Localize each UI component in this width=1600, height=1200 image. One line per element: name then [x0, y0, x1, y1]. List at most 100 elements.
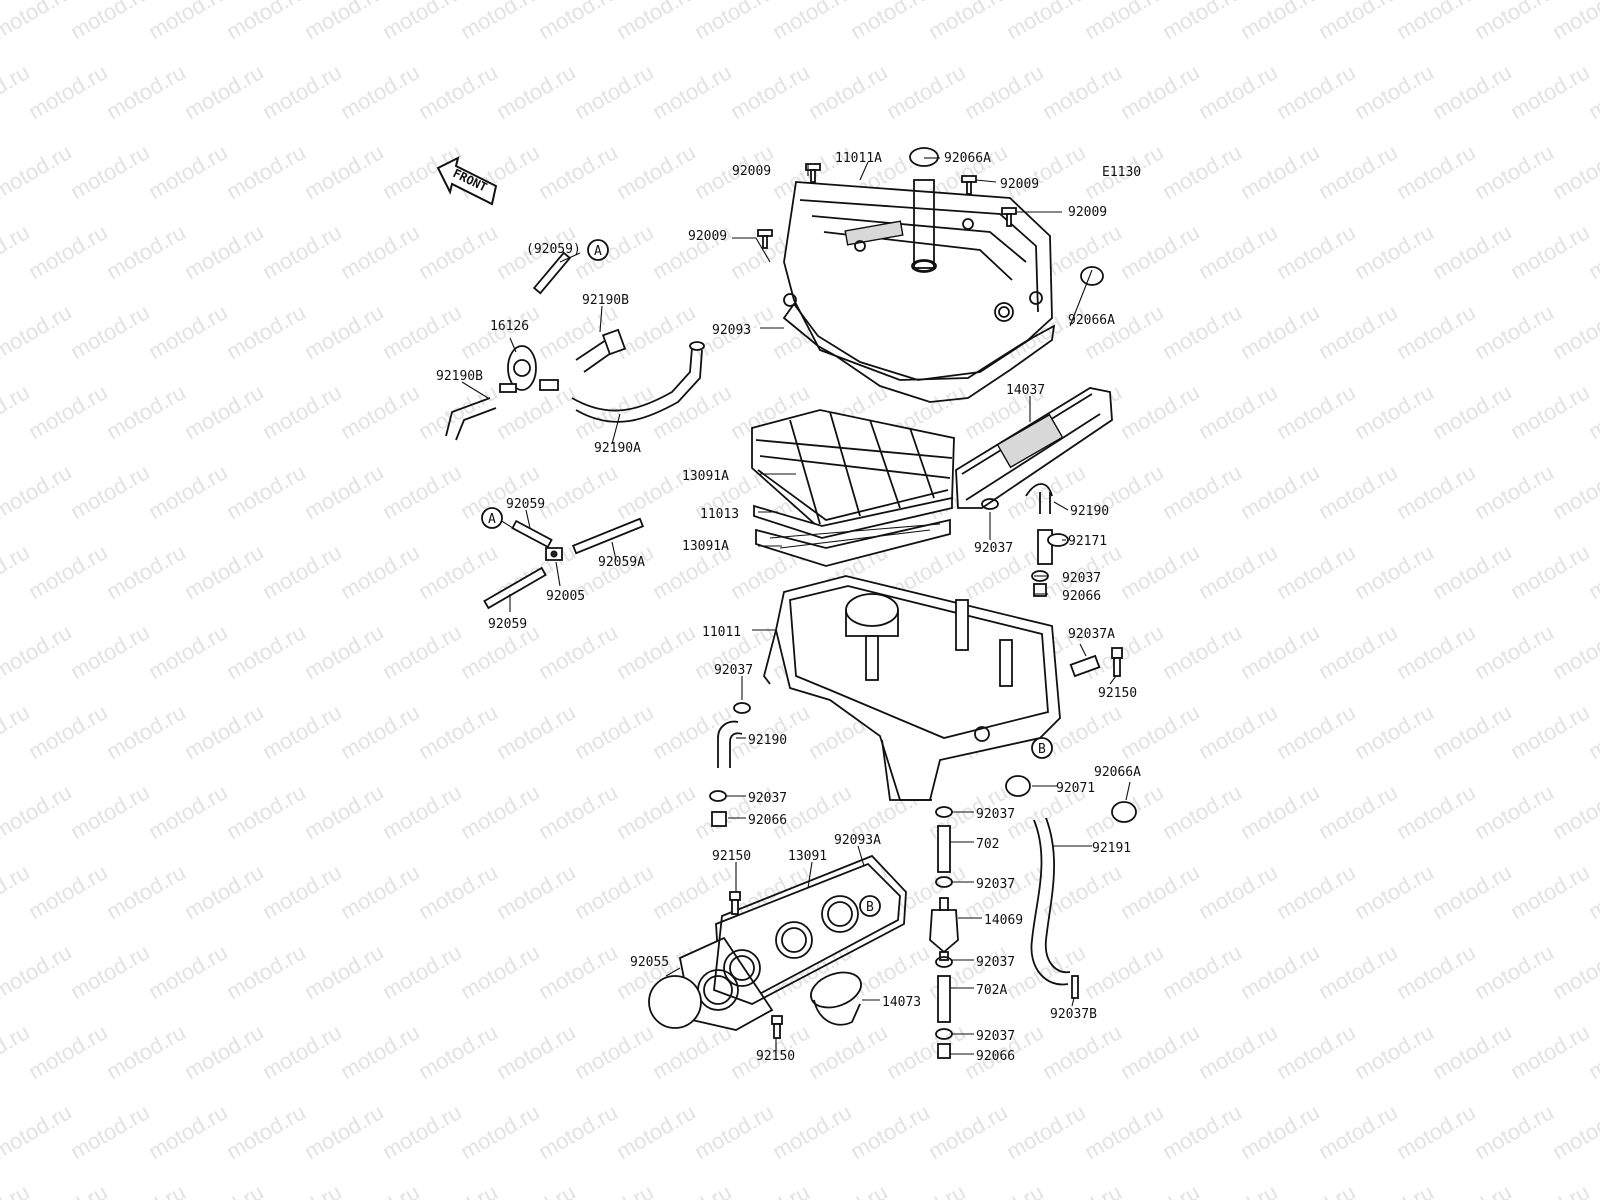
- watermark-text: motod.ru: [1080, 299, 1168, 364]
- watermark-text: motod.ru: [1548, 779, 1600, 844]
- watermark-text: motod.ru: [1236, 139, 1324, 204]
- clip-92037B: [1071, 975, 1079, 999]
- watermark-text: motod.ru: [66, 459, 154, 524]
- watermark-text: motod.ru: [1314, 299, 1402, 364]
- breather-valve-16126: [499, 345, 559, 393]
- watermark-text: motod.ru: [1272, 539, 1360, 604]
- watermark-text: motod.ru: [570, 379, 658, 444]
- watermark-text: motod.ru: [534, 1099, 622, 1164]
- watermark-text: motod.ru: [570, 859, 658, 924]
- watermark-text: motod.ru: [378, 1099, 466, 1164]
- watermark-text: motod.ru: [180, 539, 268, 604]
- watermark-text: motod.ru: [1314, 0, 1402, 44]
- watermark-text: motod.ru: [336, 59, 424, 124]
- watermark-text: motod.ru: [1038, 59, 1126, 124]
- part-number-label: 13091A: [682, 539, 729, 554]
- watermark-text: motod.ru: [1080, 1099, 1168, 1164]
- watermark-text: motod.ru: [1392, 0, 1480, 44]
- watermark-text: motod.ru: [534, 619, 622, 684]
- watermark-text: motod.ru: [492, 1019, 580, 1084]
- part-number-label: 16126: [490, 319, 529, 334]
- watermark-text: motod.ru: [66, 939, 154, 1004]
- hose-92190-right: [1039, 492, 1051, 514]
- watermark-text: motod.ru: [0, 859, 34, 924]
- watermark-text: motod.ru: [414, 219, 502, 284]
- watermark-text: motod.ru: [144, 299, 232, 364]
- watermark-text: motod.ru: [66, 619, 154, 684]
- watermark-text: motod.ru: [456, 779, 544, 844]
- watermark-text: motod.ru: [1350, 539, 1438, 604]
- watermark-text: motod.ru: [648, 59, 736, 124]
- watermark-text: motod.ru: [336, 699, 424, 764]
- watermark-text: motod.ru: [0, 0, 76, 44]
- air-cleaner-upper-housing: [783, 179, 1053, 381]
- watermark-text: motod.ru: [1236, 299, 1324, 364]
- ref-label: A: [488, 512, 496, 527]
- watermark-text: motod.ru: [222, 459, 310, 524]
- watermark-text: motod.ru: [1038, 859, 1126, 924]
- bolt-92150-c: [771, 1015, 783, 1039]
- part-number-label: 14069: [984, 913, 1023, 928]
- cap-92066A: [1111, 801, 1137, 823]
- watermark-text: motod.ru: [66, 139, 154, 204]
- part-number-label: 92037: [974, 541, 1013, 556]
- watermark-text: motod.ru: [1506, 1179, 1594, 1200]
- watermark-text: motod.ru: [1428, 59, 1516, 124]
- part-number-label: 92066A: [1068, 313, 1115, 328]
- funnel-14073: [810, 971, 862, 1026]
- watermark-text: motod.ru: [492, 1179, 580, 1200]
- watermark-text: motod.ru: [726, 699, 814, 764]
- watermark-text: motod.ru: [648, 1019, 736, 1084]
- watermark-text: motod.ru: [1350, 219, 1438, 284]
- part-number-label: 92150: [712, 849, 751, 864]
- watermark-text: motod.ru: [1080, 939, 1168, 1004]
- watermark-text: motod.ru: [1116, 219, 1204, 284]
- watermark-text: motod.ru: [414, 1019, 502, 1084]
- watermark-text: motod.ru: [1548, 1099, 1600, 1164]
- part-number-label: 92059: [506, 497, 545, 512]
- hose-702: [937, 825, 951, 873]
- watermark-text: motod.ru: [222, 779, 310, 844]
- watermark-text: motod.ru: [222, 299, 310, 364]
- part-number-label: 11011: [702, 625, 741, 640]
- watermark-text: motod.ru: [222, 619, 310, 684]
- part-number-label: 92066: [976, 1049, 1015, 1064]
- watermark-text: motod.ru: [882, 1019, 970, 1084]
- part-number-label: 92009: [732, 164, 771, 179]
- watermark-text: motod.ru: [1158, 0, 1246, 44]
- watermark-text: motod.ru: [1392, 939, 1480, 1004]
- watermark-text: motod.ru: [960, 1179, 1048, 1200]
- air-filter-element: [751, 409, 955, 535]
- watermark-text: motod.ru: [336, 1019, 424, 1084]
- tube-joint-group: [483, 517, 645, 610]
- watermark-text: motod.ru: [1428, 379, 1516, 444]
- watermark-text: motod.ru: [1428, 699, 1516, 764]
- spacer-92037A: [1069, 654, 1101, 678]
- watermark-text: motod.ru: [258, 1179, 346, 1200]
- watermark-text: motod.ru: [378, 459, 466, 524]
- watermark-text: motod.ru: [0, 1179, 34, 1200]
- watermark-text: motod.ru: [1350, 859, 1438, 924]
- part-number-label: 92190: [1070, 504, 1109, 519]
- watermark-text: motod.ru: [378, 0, 466, 44]
- watermark-text: motod.ru: [726, 1179, 814, 1200]
- part-number-label: 92037: [748, 791, 787, 806]
- watermark-text: motod.ru: [1392, 139, 1480, 204]
- watermark-text: motod.ru: [1116, 539, 1204, 604]
- watermark-text: motod.ru: [1194, 859, 1282, 924]
- clip-92037-d: [709, 790, 727, 802]
- watermark-text: motod.ru: [102, 379, 190, 444]
- watermark-text: motod.ru: [258, 1019, 346, 1084]
- plug-92066-a: [1033, 583, 1047, 597]
- watermark-text: motod.ru: [570, 59, 658, 124]
- part-number-label: 11011A: [835, 151, 882, 166]
- watermark-text: motod.ru: [1002, 0, 1090, 44]
- watermark-text: motod.ru: [0, 779, 76, 844]
- watermark-text: motod.ru: [24, 59, 112, 124]
- plug-92066-b: [711, 811, 727, 827]
- watermark-text: motod.ru: [258, 699, 346, 764]
- watermark-text: motod.ru: [648, 699, 736, 764]
- watermark-text: motod.ru: [1236, 0, 1324, 44]
- watermark-text: motod.ru: [0, 939, 76, 1004]
